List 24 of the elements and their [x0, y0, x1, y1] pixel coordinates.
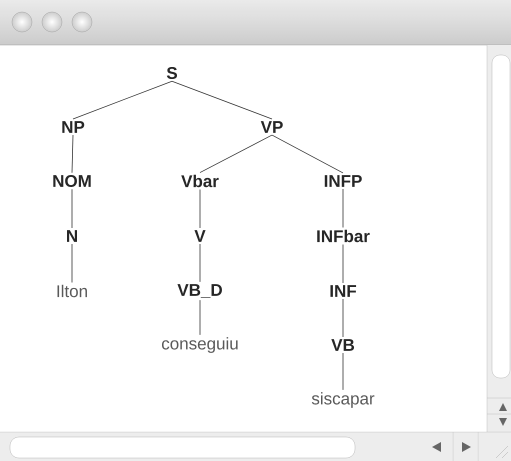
- tree-branch: [172, 80, 272, 120]
- tree-label: VP: [260, 121, 283, 133]
- tree-branch: [342, 188, 344, 228]
- tree-label: Vbar: [181, 174, 219, 188]
- tree-label: N: [67, 230, 77, 242]
- tree-label: INF: [330, 285, 356, 297]
- tree-branch: [72, 134, 74, 174]
- tree-label: V: [194, 230, 206, 242]
- tree-branch: [272, 134, 344, 174]
- tree-label: S: [166, 66, 178, 80]
- tree-branch: [342, 298, 344, 338]
- tree-label: NOM: [53, 174, 91, 188]
- leaf-word: siscapar: [312, 392, 374, 408]
- tree-branch: [342, 352, 344, 390]
- tree-branch: [342, 244, 344, 284]
- tree-branch: [72, 80, 172, 120]
- leaf-word: conseguiu: [162, 337, 238, 353]
- tree-label: VB_D: [177, 284, 222, 298]
- tree-label: INFP: [324, 175, 362, 187]
- tree-label: INFbar: [317, 230, 370, 242]
- leaf-word: Ilton: [58, 284, 87, 298]
- tree-label: VB: [331, 339, 354, 351]
- tree-label: NP: [62, 121, 84, 133]
- tree-branch: [200, 134, 272, 173]
